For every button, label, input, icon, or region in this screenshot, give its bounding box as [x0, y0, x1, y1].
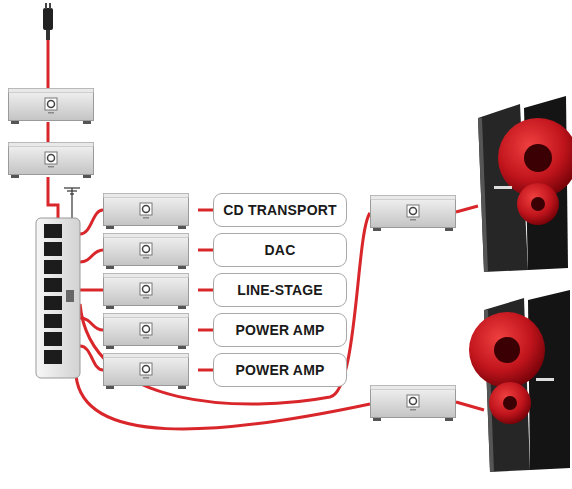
device-label: CD TRANSPORT [223, 202, 337, 218]
device-label-box: LINE-STAGE [213, 273, 347, 307]
device-label: POWER AMP [235, 322, 324, 338]
speaker-top [478, 96, 572, 272]
power-strip [36, 218, 80, 378]
conditioner-units [9, 89, 456, 422]
red-wires [48, 40, 484, 429]
device-label: DAC [265, 242, 296, 258]
device-label-box: CD TRANSPORT [213, 193, 347, 227]
power-plug [43, 3, 53, 40]
device-label: LINE-STAGE [237, 282, 323, 298]
device-label-box: POWER AMP [213, 353, 347, 387]
device-label-box: DAC [213, 233, 347, 267]
speaker-bottom [469, 290, 570, 472]
device-label: POWER AMP [235, 362, 324, 378]
ground-symbol [64, 188, 80, 218]
device-label-box: POWER AMP [213, 313, 347, 347]
